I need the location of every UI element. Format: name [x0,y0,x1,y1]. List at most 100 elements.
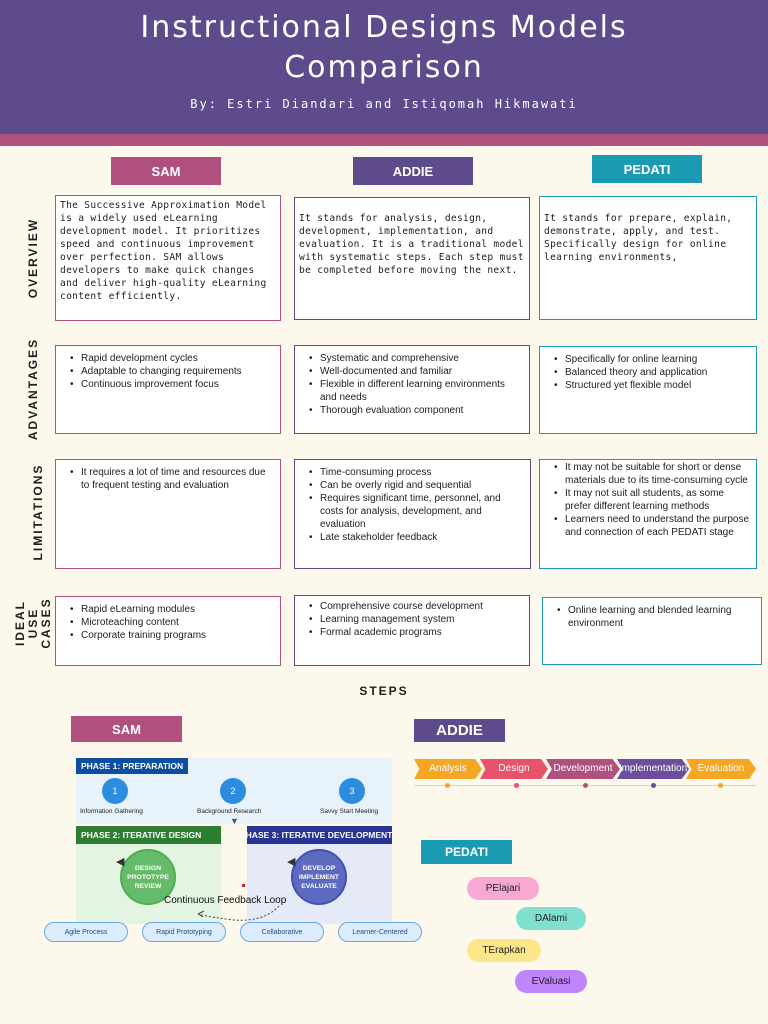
list-item: It may not be suitable for short or dens… [548,461,750,487]
list-item: Systematic and comprehensive [303,352,523,365]
header-banner [0,0,768,134]
byline: By: Estri Diandari and Istiqomah Hikmawa… [190,97,578,111]
header-stripe [0,134,768,146]
limitations-sam: It requires a lot of time and resources … [55,459,281,569]
design-cycle-step: PROTOTYPE [127,873,169,881]
pedati-stage-terapkan: TErapkan [467,939,541,962]
list-item: Adaptable to changing requirements [64,365,274,378]
ideal-sam: Rapid eLearning modules Microteaching co… [55,596,281,666]
list-item: Formal academic programs [303,626,523,639]
title-line-1: Instructional Designs Models [140,10,628,45]
advantages-pedati: Specifically for online learning Balance… [539,346,757,434]
overview-addie: It stands for analysis, design, developm… [294,197,530,320]
ideal-pedati: Online learning and blended learning env… [542,597,762,665]
addie-stage-evaluation: Evaluation [686,759,756,779]
list-item: Corporate training programs [64,629,274,642]
develop-cycle-step: IMPLEMENT [298,873,340,881]
develop-cycle-step: DEVELOP [302,864,336,872]
addie-stage-development: Development [546,759,620,779]
feedback-loop-arrow-icon [197,905,280,921]
sam-trait-pill: Agile Process [44,922,128,942]
list-item: Structured yet flexible model [548,379,750,392]
list-item: Late stakeholder feedback [303,531,524,544]
list-item: Microteaching content [64,616,274,629]
steps-addie-tag: ADDIE [414,719,505,742]
list-item: Thorough evaluation component [303,404,523,417]
list-item: Specifically for online learning [548,353,750,366]
title-line-2: Comparison [284,50,484,85]
feedback-loop-label: Continuous Feedback Loop [164,895,287,906]
prep-step-2-label: Background Research [197,808,262,815]
arrow-down-icon: ▼ [230,816,239,826]
prep-step-3-circle: 3 [339,778,365,804]
addie-stage-design: Design [480,759,548,779]
limitations-pedati: It may not be suitable for short or dens… [539,459,757,569]
list-item: Requires significant time, personnel, an… [303,492,524,531]
column-header-pedati: PEDATI [592,155,702,183]
prep-step-1-circle: 1 [102,778,128,804]
list-item: Continuous improvement focus [64,378,274,391]
sam-process-diagram: PHASE 1: PREPARATION 1 2 3 Information G… [44,758,422,944]
ideal-sam-list: Rapid eLearning modules Microteaching co… [56,597,280,642]
timeline-dot [445,783,450,788]
phase1-label: PHASE 1: PREPARATION [76,758,189,774]
prep-step-2-circle: 2 [220,778,246,804]
page-title: Instructional Designs Models Comparison [0,8,768,88]
prep-step-1-label: Information Gathering [80,808,143,815]
list-item: Learners need to understand the purpose … [548,513,750,539]
limitations-addie-list: Time-consuming process Can be overly rig… [295,460,530,544]
list-item: Rapid eLearning modules [64,603,274,616]
cycle-arrow-icon: ◀ [116,856,125,868]
addie-stage-implementation: Implementation [617,759,689,779]
develop-cycle-step: EVALUATE [301,882,337,890]
column-header-sam: SAM [111,157,221,185]
list-item: It requires a lot of time and resources … [64,466,274,492]
steps-title: STEPS [359,684,409,698]
list-item: Comprehensive course development [303,600,523,613]
sam-trait-pill: Collaborative [240,922,324,942]
timeline-dot [651,783,656,788]
list-item: Learning management system [303,613,523,626]
limitations-addie: Time-consuming process Can be overly rig… [294,459,531,569]
advantages-sam-list: Rapid development cycles Adaptable to ch… [56,346,280,391]
list-item: Online learning and blended learning env… [551,604,755,630]
overview-sam: The Successive Approximation Model is a … [55,195,281,321]
row-label-overview: OVERVIEW [25,217,40,299]
advantages-addie: Systematic and comprehensive Well-docume… [294,345,530,434]
addie-stage-analysis: Analysis [414,759,482,779]
row-label-ideal-line1: IDEAL USE [12,600,40,646]
sam-trait-pill: Learner-Centered [338,922,422,942]
ideal-pedati-list: Online learning and blended learning env… [543,598,761,630]
list-item: Well-documented and familiar [303,365,523,378]
row-label-ideal-line2: CASES [38,597,53,649]
advantages-addie-list: Systematic and comprehensive Well-docume… [295,346,529,417]
timeline-dot [583,783,588,788]
phase3-label: PHASE 3: ITERATIVE DEVELOPMENT [247,826,392,844]
design-cycle-step: REVIEW [134,882,162,890]
timeline-dot [718,783,723,788]
advantages-pedati-list: Specifically for online learning Balance… [540,347,756,392]
cycle-arrow-icon: ◀ [287,856,296,868]
prep-step-3-label: Savvy Start Meeting [320,808,379,815]
pedati-stage-evaluasi: EValuasi [515,970,587,993]
overview-pedati: It stands for prepare, explain, demonstr… [539,196,757,320]
steps-pedati-tag: PEDATI [421,840,512,864]
pedati-stage-dalami: DAlami [516,907,586,930]
advantages-sam: Rapid development cycles Adaptable to ch… [55,345,281,434]
limitations-sam-list: It requires a lot of time and resources … [56,460,280,492]
dot-marker [242,884,245,887]
list-item: Flexible in different learning environme… [303,378,523,404]
develop-cycle: DEVELOP IMPLEMENT EVALUATE [291,849,347,905]
list-item: It may not suit all students, as some pr… [548,487,750,513]
row-label-limitations: LIMITATIONS [30,463,45,561]
ideal-addie: Comprehensive course development Learnin… [294,595,530,666]
row-label-advantages: ADVANTAGES [25,337,40,441]
timeline-dot [514,783,519,788]
pedati-stage-pelajari: PElajari [467,877,539,900]
sam-trait-pill: Rapid Prototyping [142,922,226,942]
list-item: Can be overly rigid and sequential [303,479,524,492]
design-cycle: DESIGN PROTOTYPE REVIEW [120,849,176,905]
limitations-pedati-list: It may not be suitable for short or dens… [540,460,756,539]
list-item: Balanced theory and application [548,366,750,379]
ideal-addie-list: Comprehensive course development Learnin… [295,596,529,639]
